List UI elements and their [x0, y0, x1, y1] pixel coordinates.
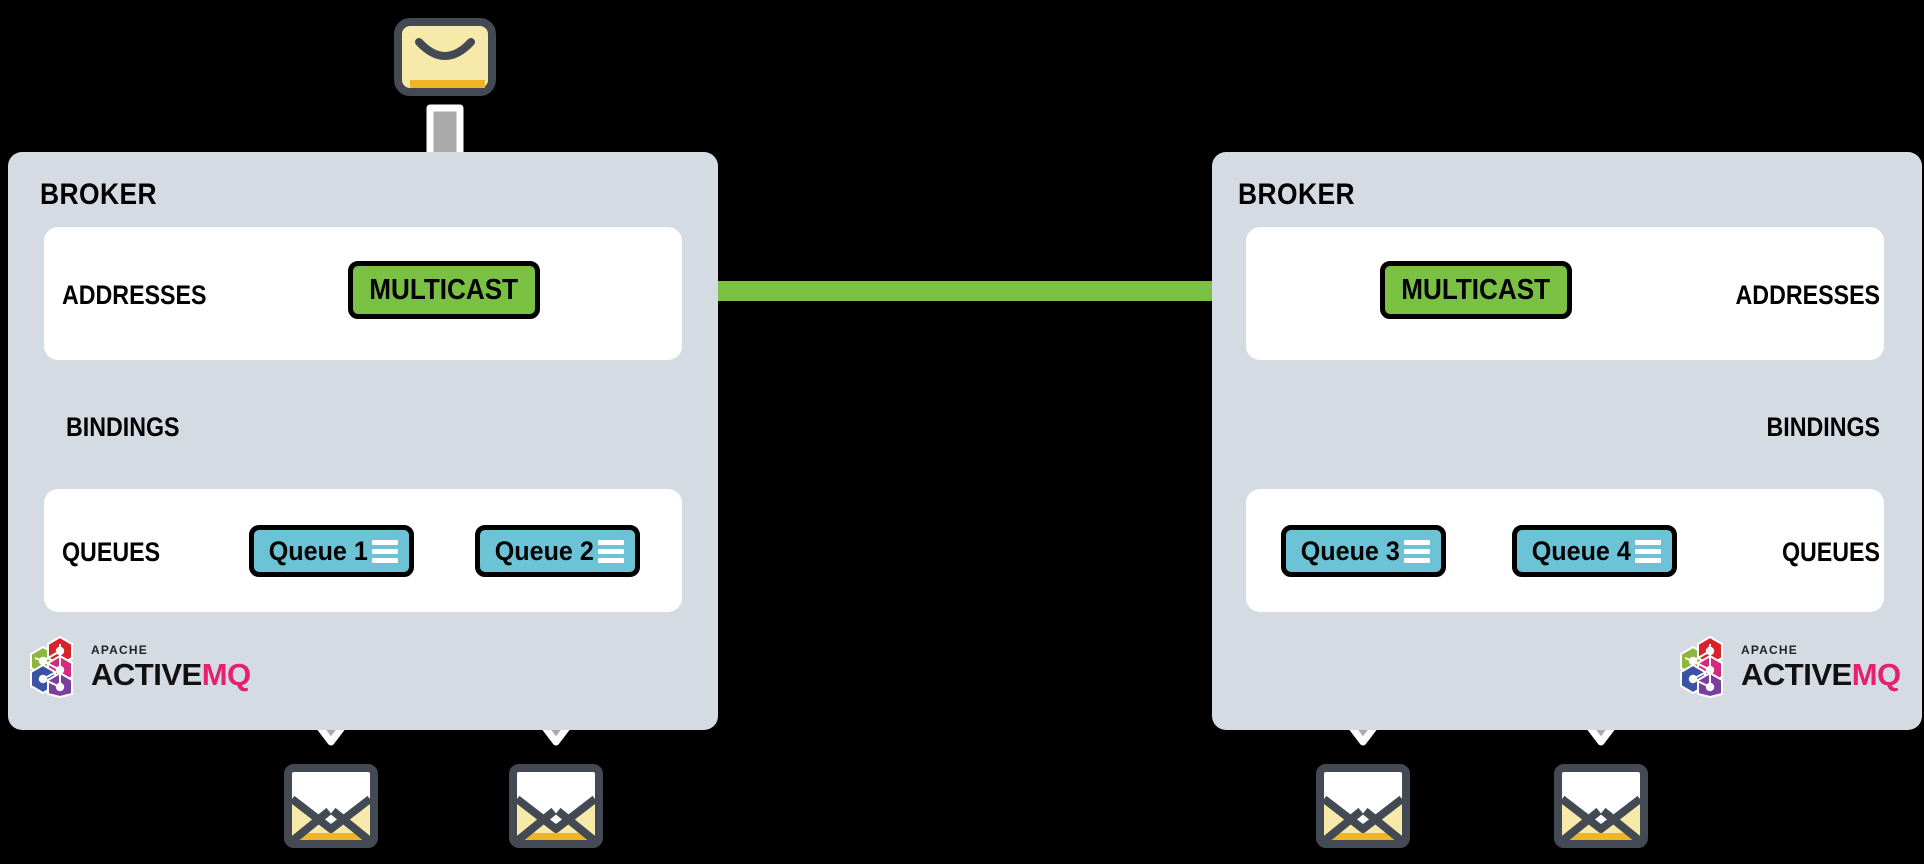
broker-right-queues-label: QUEUES — [1781, 537, 1880, 567]
broker-left-queue-2[interactable]: Queue 2 — [475, 525, 640, 577]
broker-right-queue-4-label: Queue 4 — [1531, 535, 1631, 566]
list-lines-icon — [1635, 536, 1662, 567]
broker-left-queues-label: QUEUES — [62, 537, 161, 567]
broker-right-multicast-address[interactable]: MULTICAST — [1380, 261, 1572, 319]
broker-left-queue-1-label: Queue 1 — [268, 535, 368, 566]
consumer-message-envelope-4 — [1553, 763, 1649, 849]
broker-left-bindings-label: BINDINGS — [66, 412, 180, 442]
logo-mq-text: MQ — [201, 657, 251, 692]
producer-message-envelope — [393, 18, 497, 96]
broker-right-title: BROKER — [1238, 178, 1356, 211]
broker-right-addresses-label: ADDRESSES — [1735, 280, 1880, 310]
broker-right-activemq-logo: APACHE ACTIVEMQ — [1672, 635, 1901, 699]
broker-right-queue-4[interactable]: Queue 4 — [1512, 525, 1677, 577]
broker-right-queue-3-label: Queue 3 — [1300, 535, 1400, 566]
activemq-hex-icon — [22, 635, 82, 699]
broker-right-queue-3[interactable]: Queue 3 — [1281, 525, 1446, 577]
logo-apache-text: APACHE — [1741, 643, 1798, 657]
consumer-message-envelope-3 — [1315, 763, 1411, 849]
logo-active-text: ACTIVE — [1741, 657, 1852, 692]
consumer-message-envelope-1 — [283, 763, 379, 849]
list-lines-icon — [372, 536, 399, 567]
logo-active-text: ACTIVE — [91, 657, 202, 692]
list-lines-icon — [1404, 536, 1431, 567]
broker-left-queue-2-label: Queue 2 — [494, 535, 594, 566]
broker-left-multicast-label: MULTICAST — [369, 273, 519, 306]
logo-apache-text: APACHE — [91, 643, 148, 657]
activemq-hex-icon — [1672, 635, 1732, 699]
broker-left-queue-1[interactable]: Queue 1 — [249, 525, 414, 577]
broker-right-multicast-label: MULTICAST — [1401, 273, 1551, 306]
broker-left-addresses-label: ADDRESSES — [62, 280, 207, 310]
consumer-message-envelope-2 — [508, 763, 604, 849]
broker-left-title: BROKER — [40, 178, 158, 211]
broker-left-activemq-logo: APACHE ACTIVEMQ — [22, 635, 251, 699]
broker-left-multicast-address[interactable]: MULTICAST — [348, 261, 540, 319]
list-lines-icon — [598, 536, 625, 567]
logo-mq-text: MQ — [1851, 657, 1901, 692]
broker-right-bindings-label: BINDINGS — [1766, 412, 1880, 442]
